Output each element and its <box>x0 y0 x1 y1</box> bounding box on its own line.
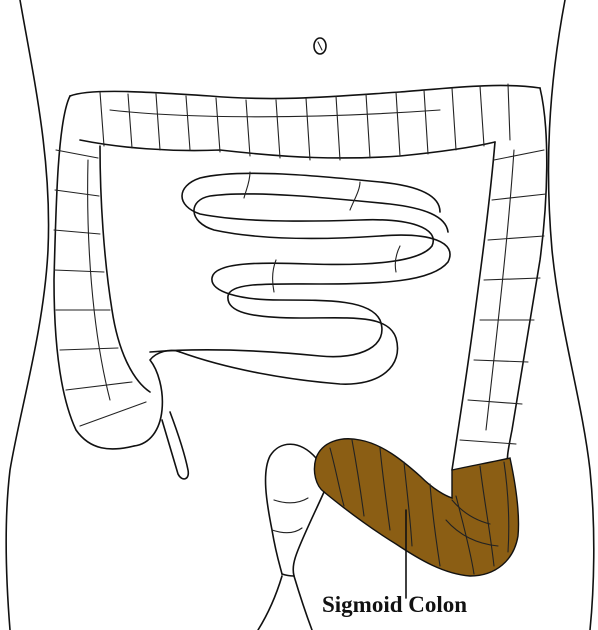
ascending-colon <box>54 96 150 449</box>
torso-right-outline <box>548 0 593 630</box>
small-intestine <box>150 172 450 384</box>
cecum-appendix <box>134 350 188 479</box>
sigmoid-colon-fill <box>314 439 518 576</box>
sigmoid-colon <box>314 439 518 576</box>
torso-left-outline <box>6 0 48 630</box>
sigmoid-colon-label: Sigmoid Colon <box>322 592 467 618</box>
descending-colon <box>452 88 547 472</box>
transverse-colon <box>70 84 540 160</box>
